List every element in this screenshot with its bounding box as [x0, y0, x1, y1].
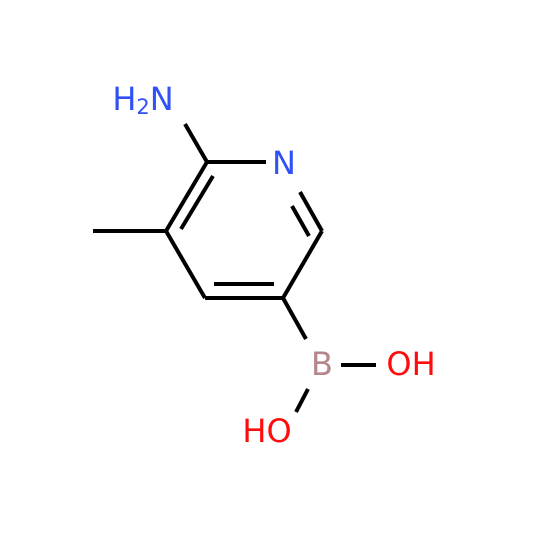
bond-n1-c2 — [298, 191, 324, 232]
bond-n1-c2-inner — [290, 205, 311, 237]
amino-group-label: H2N — [112, 80, 173, 119]
boron-label: B — [311, 345, 333, 383]
atom-labels: H2N N B OH HO — [112, 80, 435, 450]
bond-c3-b — [281, 297, 308, 340]
bond-c5-c6-inner — [179, 174, 215, 231]
ring-nitrogen-label: N — [272, 144, 296, 182]
amino-subscript: 2 — [136, 95, 149, 119]
bonds — [93, 122, 376, 413]
hydroxyl-bottom-label: HO — [242, 412, 291, 450]
bond-c4-c5 — [164, 229, 207, 300]
bond-c5-c6 — [164, 160, 209, 233]
bond-c2-c3 — [281, 229, 324, 300]
bond-c6-nh2 — [183, 122, 209, 164]
amino-n: N — [150, 80, 174, 118]
bond-b-oh-bottom — [294, 388, 310, 413]
amino-h: H — [112, 80, 136, 118]
hydroxyl-right-label: OH — [386, 345, 435, 383]
